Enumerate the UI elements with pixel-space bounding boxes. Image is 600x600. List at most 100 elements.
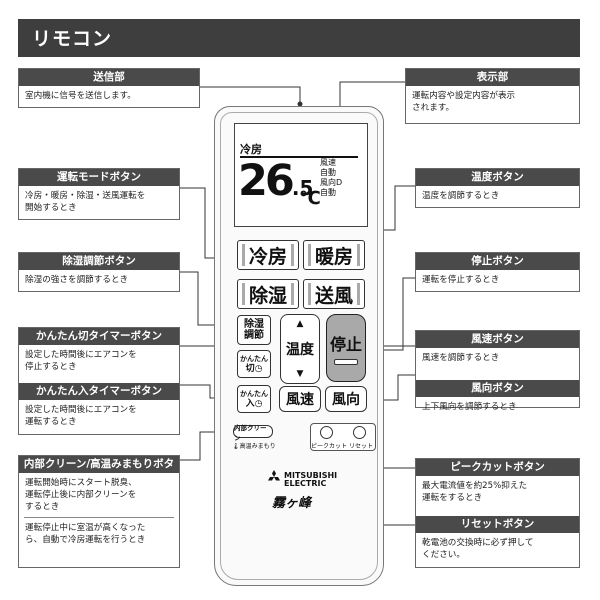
button-label: 送風 <box>315 284 354 307</box>
desc-line: 運転停止中に室温が高くなった <box>25 523 146 533</box>
on-timer-button[interactable]: かんたん 入◷ <box>237 385 271 413</box>
desc-line: 冷房・暖房・除湿・送風運転を <box>25 191 146 201</box>
callout-title: かんたん入タイマーボタン <box>19 383 179 400</box>
desc-line: されます。 <box>412 103 455 113</box>
reset-button[interactable] <box>353 426 366 439</box>
mitsubishi-logo-icon <box>266 470 282 489</box>
button-label: 暖房 <box>315 245 354 268</box>
desc-line: するとき <box>25 502 60 512</box>
callout-mode: 運転モードボタン 冷房・暖房・除湿・送風運転を 開始するとき <box>18 168 180 220</box>
lcd-status-line: 風向D <box>320 178 343 187</box>
three-diamonds-icon <box>268 470 280 481</box>
button-label: 除湿 <box>249 284 288 307</box>
callout-desc: 冷房・暖房・除湿・送風運転を 開始するとき <box>19 186 179 218</box>
clock-icon: ◷ <box>254 399 263 409</box>
lcd-temperature: 26.5 <box>238 156 313 206</box>
button-label: 調節 <box>244 330 264 341</box>
reset-label: リセット <box>349 443 374 450</box>
desc-line: 開始するとき <box>25 203 77 213</box>
heat-button[interactable]: 暖房 <box>303 240 365 270</box>
remote-inner-outline <box>220 112 378 580</box>
brand-text: MITSUBISHI ELECTRIC <box>284 472 337 488</box>
callout-desc: 風速を調節するとき <box>422 353 500 363</box>
callout-desc: 運転停止中に室温が高くなった ら、自動で冷房運転を行うとき <box>19 518 179 550</box>
desc-line: ください。 <box>422 550 465 560</box>
thermometer-icon: 🌡 <box>232 443 240 450</box>
button-label: かんたん <box>240 355 268 363</box>
page-title: リモコン <box>32 28 113 50</box>
callout-desc: 最大電流値を約25%抑えた 運転をするとき <box>416 476 579 516</box>
dehumid-adjust-button[interactable]: 除湿 調節 <box>237 315 271 345</box>
callout-desc: 設定した時間後にエアコンを 停止するとき <box>19 345 179 383</box>
callout-desc: 乾電池の交換時に必ず押して ください。 <box>416 533 579 565</box>
callout-title: 温度ボタン <box>416 169 579 186</box>
callout-title: リセットボタン <box>416 516 579 533</box>
callout-timers: かんたん切タイマーボタン 設定した時間後にエアコンを 停止するとき かんたん入タ… <box>18 327 180 435</box>
desc-line: 乾電池の交換時に必ず押して <box>422 538 534 548</box>
callout-title: 送信部 <box>19 69 199 86</box>
callout-title: 風向ボタン <box>416 380 579 397</box>
fan-speed-button[interactable]: 風速 <box>279 386 321 412</box>
brand-line: MITSUBISHI <box>284 471 338 480</box>
clock-icon: ◷ <box>254 364 263 374</box>
lcd-display <box>234 123 368 227</box>
callout-title: 除湿調節ボタン <box>19 253 179 270</box>
callout-desc: 運転を停止するとき <box>422 275 500 285</box>
callout-title: 表示部 <box>406 69 579 86</box>
callout-desc: 上下風向を調節するとき <box>422 402 517 412</box>
lcd-status-line: 自動 <box>320 188 336 197</box>
button-label: 冷房 <box>249 245 288 268</box>
high-temp-watch-label: 🌡高温みまもり <box>232 441 276 450</box>
button-label: 風速 <box>286 392 314 408</box>
brand-line: ELECTRIC <box>284 479 327 488</box>
lcd-status-line: 風速 <box>320 158 336 167</box>
peak-cut-button[interactable] <box>320 426 333 439</box>
button-label: 停止 <box>329 335 362 354</box>
button-label: 内部クリーン <box>234 423 267 442</box>
desc-line: 設定した時間後にエアコンを <box>25 350 137 360</box>
lcd-status: 風速 自動 風向D 自動 <box>320 158 342 198</box>
desc-line: 運転停止後に内部クリーンを <box>25 490 137 500</box>
button-label: 切 <box>245 364 255 374</box>
callout-dehumid: 除湿調節ボタン 除湿の強さを調節するとき <box>18 252 180 292</box>
peak-cut-label: ピークカット <box>311 443 348 450</box>
desc-line: ら、自動で冷房運転を行うとき <box>25 535 146 545</box>
callout-title: 内部クリーン/高温みまもりボタン <box>19 456 179 487</box>
button-label: 温度 <box>286 342 314 358</box>
cool-button[interactable]: 冷房 <box>237 240 299 270</box>
callout-title: ピークカットボタン <box>416 459 579 476</box>
desc-line: 運転開始時にスタート脱臭、 <box>25 478 137 488</box>
stop-indicator-icon <box>334 359 358 365</box>
lcd-status-line: 自動 <box>320 168 336 177</box>
temperature-button[interactable]: ▲ 温度 ▼ <box>280 314 320 384</box>
internal-clean-button[interactable]: 内部クリーン <box>233 424 273 442</box>
lcd-divider <box>240 156 358 158</box>
callout-desc: 設定した時間後にエアコンを 運転するとき <box>19 400 179 432</box>
off-timer-button[interactable]: かんたん 切◷ <box>237 350 271 378</box>
fan-button[interactable]: 送風 <box>303 279 365 309</box>
stop-button[interactable]: 停止 <box>326 314 366 382</box>
button-label: 切◷ <box>246 364 263 374</box>
button-label: かんたん <box>240 390 268 398</box>
desc-line: 運転をするとき <box>422 493 483 503</box>
lcd-temp-decimal: .5 <box>291 176 314 200</box>
desc-line: 設定した時間後にエアコンを <box>25 405 137 415</box>
lcd-temp-main: 26 <box>238 156 295 206</box>
button-label: 風向 <box>332 392 360 408</box>
desc-line: 停止するとき <box>25 362 77 372</box>
callout-desc: 温度を調節するとき <box>422 191 500 201</box>
callout-display: 表示部 運転内容や設定内容が表示 されます。 <box>405 68 580 124</box>
triangle-down-icon[interactable]: ▼ <box>296 369 304 379</box>
triangle-up-icon[interactable]: ▲ <box>296 319 304 329</box>
callout-desc: 運転開始時にスタート脱臭、 運転停止後に内部クリーンを するとき <box>19 473 179 517</box>
callout-stop: 停止ボタン 運転を停止するとき <box>415 252 580 292</box>
fan-direction-button[interactable]: 風向 <box>325 386 367 412</box>
callout-peak-reset: ピークカットボタン 最大電流値を約25%抑えた 運転をするとき リセットボタン … <box>415 458 580 568</box>
button-label: 入 <box>245 399 255 409</box>
callout-desc: 室内機に信号を送信します。 <box>25 91 136 101</box>
button-label: 除湿 <box>244 319 264 330</box>
dry-button[interactable]: 除湿 <box>237 279 299 309</box>
button-label: 高温みまもり <box>239 443 276 450</box>
desc-line: 最大電流値を約25%抑えた <box>422 481 528 491</box>
callout-title: かんたん切タイマーボタン <box>19 328 179 345</box>
